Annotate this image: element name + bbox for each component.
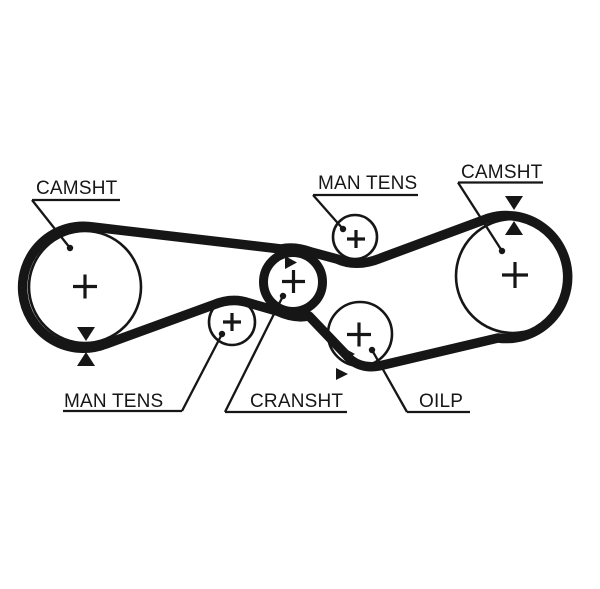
timing-mark-down-icon [77,327,95,341]
pulley-center-plus-icon [223,313,241,331]
label-crankshaft: CRANSHT [250,391,343,412]
alignment-dot-icon [368,346,376,354]
timing-mark-right-icon [336,368,348,380]
leader-tensioner-bottom [63,330,226,413]
timing-marks [77,196,523,380]
timing-mark-up-icon [505,221,523,235]
alignment-dot-icon [218,330,226,338]
label-tensioner-top: MAN TENS [318,173,417,194]
alignment-dot-icon [279,292,287,300]
alignment-dot-icon [66,244,74,252]
alignment-dot-icon [339,225,347,233]
leader-tensioner-top [312,193,418,233]
leader-lines [31,181,543,414]
leader-crankshaft [223,292,347,414]
leader-camshaft-left [31,198,120,252]
pulley-center-plus-icon [347,230,365,248]
pulley-center-plus-icon [347,322,371,347]
label-camshaft-left: CAMSHT [36,178,118,199]
timing-mark-up-icon [77,352,95,366]
pulley-center-plus-icon [282,270,305,293]
alignment-dot-icon [498,247,506,255]
leader-camshaft-right [457,181,543,255]
pulley-center-plus-icon [502,262,528,288]
label-oil-pump: OILP [419,391,463,412]
timing-mark-right-icon [285,256,297,269]
pulley-center-marks [73,230,528,347]
timing-mark-down-icon [505,196,523,210]
label-camshaft-right: CAMSHT [461,162,543,183]
labels: CAMSHT MAN TENS CAMSHT MAN TENS CRANSHT … [36,162,543,412]
pulley-center-plus-icon [73,274,97,299]
leader-oil-pump [368,346,470,414]
label-tensioner-bottom: MAN TENS [64,391,163,412]
timing-mark-right-icon [344,348,355,360]
timing-belt-path [17,210,573,372]
